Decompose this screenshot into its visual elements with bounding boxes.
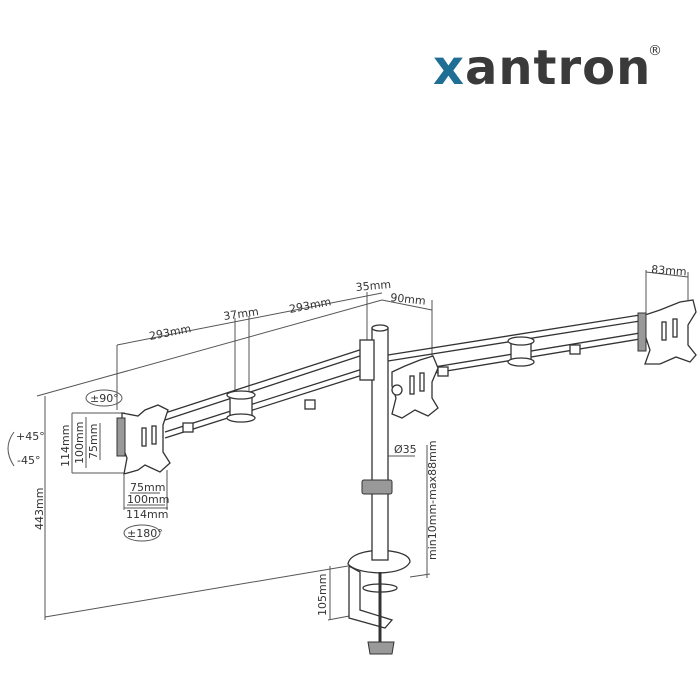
label-vesa-v-114: 114mm <box>59 425 72 467</box>
label-vesa-h-114: 114mm <box>126 508 168 521</box>
logo-rest: antron <box>465 40 651 96</box>
label-tilt-up: +45° <box>16 430 45 443</box>
label-arm-left: 293mm <box>148 322 192 343</box>
svg-text:xantron: xantron <box>433 40 651 96</box>
label-height: 443mm <box>33 488 46 530</box>
label-tilt-down: -45° <box>17 454 40 467</box>
label-pole-depth: 90mm <box>390 291 427 308</box>
left-arm <box>164 339 375 439</box>
label-joint-width: 37mm <box>223 305 260 323</box>
label-vesa-v-100: 100mm <box>73 422 86 464</box>
xantron-logo: xantron ® <box>433 40 662 96</box>
label-vesa-h-100: 100mm <box>127 493 169 506</box>
dimension-labels: 293mm 293mm 37mm 35mm 90mm 83mm ±90° +45… <box>16 263 687 616</box>
tilt-arrow-icon <box>7 431 15 467</box>
dimension-lines <box>36 270 689 621</box>
swivel-marker <box>123 524 161 542</box>
label-rotate: ±90° <box>90 392 119 405</box>
label-plate-depth: 83mm <box>651 263 687 278</box>
logo-x: x <box>433 40 465 96</box>
registered-mark: ® <box>648 43 662 59</box>
label-desk-thickness: min10mm-max88mm <box>426 440 439 560</box>
cable-clip <box>361 479 393 495</box>
label-swivel: ±180° <box>127 527 163 540</box>
desk-clamp <box>348 564 398 655</box>
label-pole-diameter: Ø35 <box>394 443 417 456</box>
right-arm <box>387 314 641 381</box>
rotate-marker <box>85 389 123 407</box>
label-pole-offset: 35mm <box>355 278 391 294</box>
label-vesa-v-75: 75mm <box>87 424 100 459</box>
label-arm-right: 293mm <box>288 295 332 316</box>
label-clamp-depth: 105mm <box>316 574 329 616</box>
clamp-knob <box>367 641 395 655</box>
pole <box>347 324 411 574</box>
vesa-plate-left <box>116 404 171 475</box>
vesa-plate-center <box>391 355 439 419</box>
label-vesa-h-75: 75mm <box>130 481 165 494</box>
vesa-plate-right <box>637 299 697 365</box>
